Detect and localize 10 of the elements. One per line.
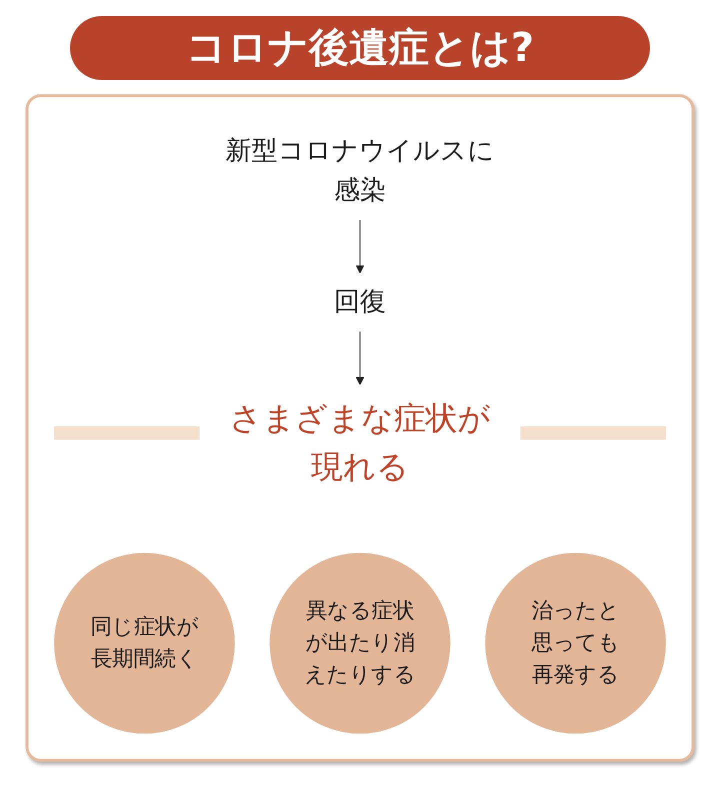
arrow bbox=[356, 331, 364, 386]
title-banner: コロナ後遺症とは? bbox=[70, 16, 650, 80]
arrow bbox=[356, 219, 364, 274]
node-text: 回復 bbox=[334, 286, 386, 317]
node-text: さまざまな症状が現れる bbox=[230, 399, 490, 485]
node-circle: 異なる症状が出たり消えたりする bbox=[270, 552, 450, 734]
node-circle: 同じ症状が長期間続く bbox=[54, 552, 235, 734]
cluster bbox=[26, 94, 694, 762]
node-text: 新型コロナウイルスに感染 bbox=[226, 136, 494, 205]
node-circle: 治ったと思っても再発する bbox=[485, 552, 666, 734]
